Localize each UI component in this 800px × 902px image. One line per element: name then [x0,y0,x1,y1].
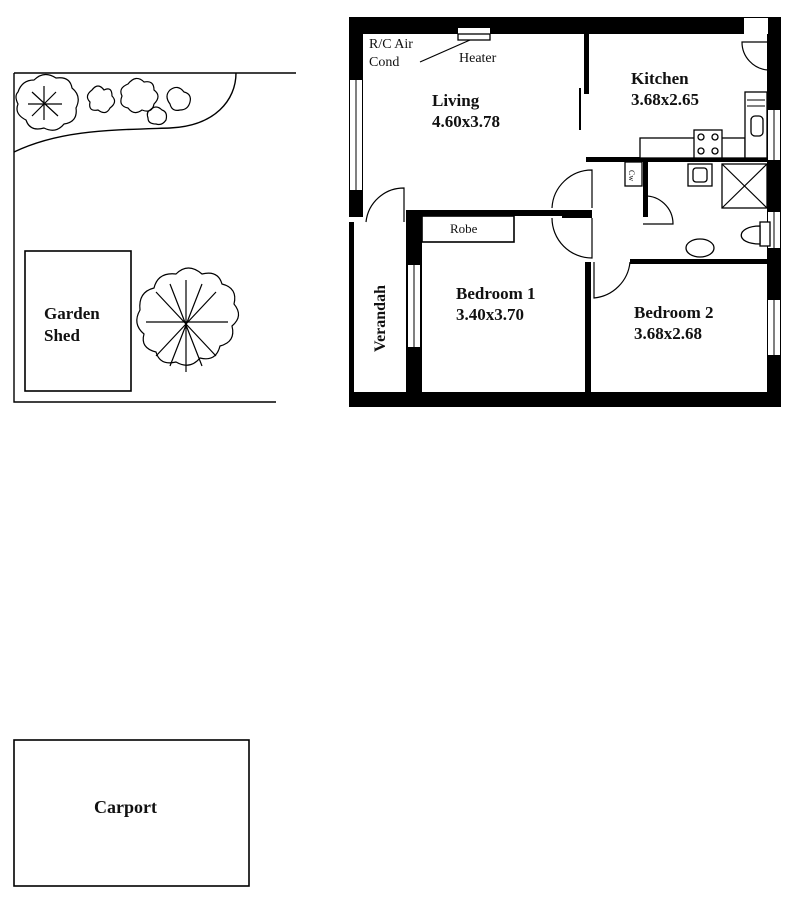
garden-area: Garden Shed [13,72,296,403]
house: Robe Cw [349,17,781,407]
garden-shrubs [86,77,191,126]
bedroom2-size: 3.68x2.68 [634,324,702,343]
wall-left-lower [349,222,354,407]
garden-shed [24,250,132,392]
living-room-size: 4.60x3.78 [432,112,500,131]
wall-living-kitchen [584,34,589,94]
ac-label-1: R/C Air [369,37,413,52]
garden-bed-curve [13,72,237,153]
tree-top-left [15,73,79,131]
yard-boundary [13,72,296,403]
carport [13,739,250,887]
wall-bath-left [643,157,648,217]
wall-bed1-bed2 [585,262,591,394]
robe [421,215,515,243]
bathroom-fixtures: Cw [624,161,771,258]
living-room-name: Living [432,91,480,110]
kitchen-fixtures [639,91,768,159]
heater-fixture [458,28,490,36]
ac-label-2: Cond [369,55,399,70]
tree-large [136,267,240,372]
garden-shed-label-1: Garden [44,304,100,323]
robe-label: Robe [450,221,478,236]
bedroom1-size: 3.40x3.70 [456,305,524,324]
wall-living-bedroom [406,210,582,216]
bedroom2-name: Bedroom 2 [634,303,714,322]
kitchen-size: 3.68x2.65 [631,90,699,109]
wall-bottom [349,392,781,407]
wall-hall-stub [562,210,592,218]
verandah-label: Verandah [372,285,389,352]
wall-bath-bottom [630,259,768,264]
fridge-label: Cw [627,170,636,181]
heater-label: Heater [459,51,497,66]
wall-kitchen-bottom [586,157,768,162]
wall-top [349,17,781,34]
garden-shed-label-2: Shed [44,326,80,345]
bedroom1-name: Bedroom 1 [456,284,536,303]
carport-label: Carport [94,797,157,817]
kitchen-name: Kitchen [631,69,689,88]
